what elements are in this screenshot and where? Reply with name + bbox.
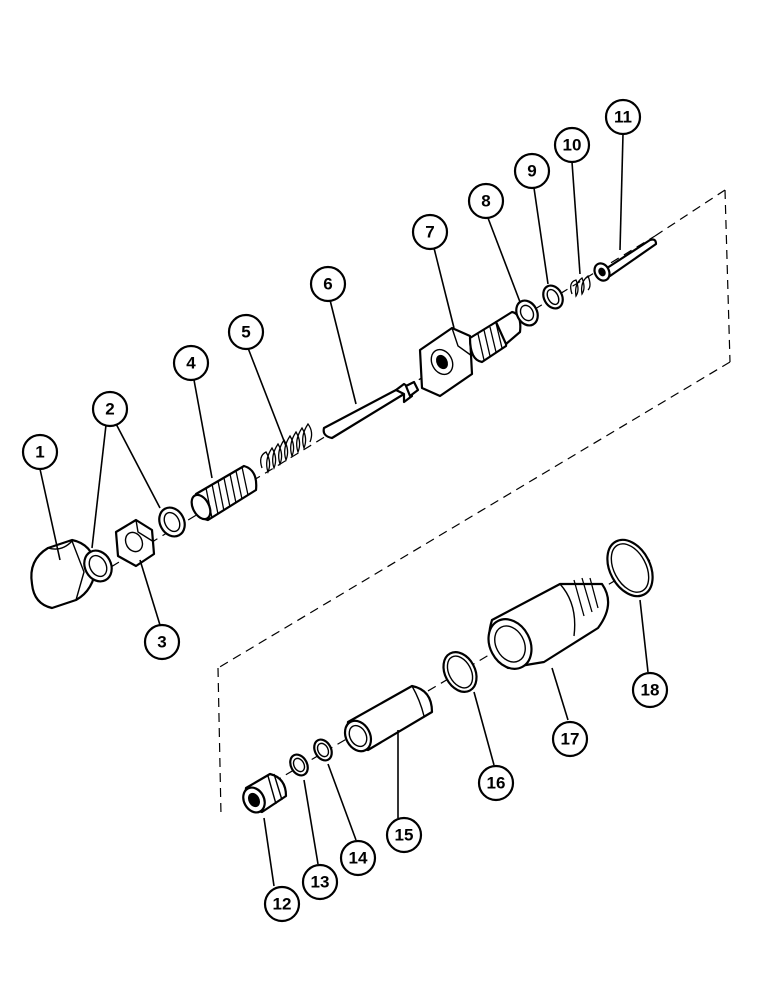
svg-text:9: 9 [527,162,536,181]
callouts: 1 2 3 4 5 6 7 8 [21,98,669,923]
callout-7: 7 [411,213,449,251]
svg-text:11: 11 [614,108,632,127]
svg-text:2: 2 [105,400,114,419]
part-pin [593,238,658,282]
part-washer-a [83,549,113,583]
callout-9: 9 [513,152,551,190]
callout-11: 11 [604,98,642,136]
part-ring-13 [289,753,309,777]
svg-text:17: 17 [561,730,580,749]
svg-text:15: 15 [395,826,414,845]
svg-text:3: 3 [157,633,166,652]
part-threaded-sleeve [190,464,258,522]
part-hex-nut [114,518,156,568]
callout-15: 15 [385,816,423,854]
callout-6: 6 [309,265,347,303]
svg-text:4: 4 [186,354,196,373]
part-washer-8 [515,299,539,327]
callout-16: 16 [477,764,515,802]
callout-18: 18 [631,671,669,709]
part-washer-9 [542,284,564,310]
part-ring-14 [313,738,333,762]
svg-text:14: 14 [349,849,368,868]
svg-text:10: 10 [563,136,582,155]
callout-12: 12 [263,885,301,923]
callout-4: 4 [172,344,210,382]
callout-8: 8 [467,182,505,220]
part-o-ring-16 [442,651,478,693]
svg-text:8: 8 [481,192,490,211]
part-plunger [322,380,420,440]
svg-text:18: 18 [641,681,660,700]
part-housing [487,577,610,670]
leader-lines [39,133,649,887]
callout-13: 13 [301,863,339,901]
svg-text:12: 12 [273,895,292,914]
svg-text:13: 13 [311,873,330,892]
callout-14: 14 [339,839,377,877]
callout-3: 3 [143,623,181,661]
part-cap-nut [30,538,98,610]
callout-1: 1 [21,433,59,471]
callout-2: 2 [91,390,129,428]
callout-10: 10 [553,126,591,164]
svg-text:16: 16 [487,774,506,793]
svg-text:1: 1 [35,443,44,462]
part-spring [260,422,313,474]
callout-5: 5 [227,313,265,351]
part-o-ring-18 [606,538,654,598]
svg-text:6: 6 [323,275,332,294]
part-small-spring [570,274,591,298]
part-adjusting-plug [242,772,288,814]
part-cartridge-sleeve [343,684,434,753]
part-valve-body [418,310,522,398]
part-washer-b [158,506,186,538]
svg-text:5: 5 [241,323,250,342]
callout-17: 17 [551,720,589,758]
svg-text:7: 7 [425,223,434,242]
